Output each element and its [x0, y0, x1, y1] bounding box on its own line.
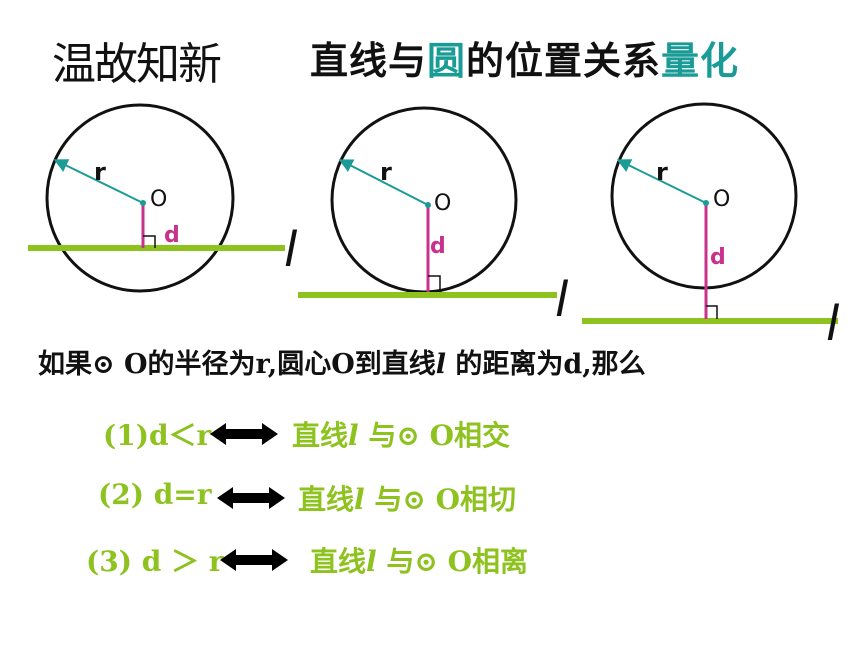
right-angle-mark: [706, 305, 718, 319]
relation-3-condition: (3) d ＞ r: [86, 545, 224, 578]
radius-label: r: [380, 158, 392, 186]
center-point: [140, 200, 146, 206]
center-point: [703, 200, 709, 206]
circle: [45, 103, 235, 293]
relation-2-text: 直线l 与⊙ O相切: [298, 483, 517, 516]
statement-var-l: l: [435, 349, 446, 380]
distance-label: d: [430, 234, 446, 259]
double-arrow-icon: [217, 487, 285, 509]
radius-label: r: [656, 158, 668, 186]
statement-part-1: 如果⊙ O的半径为r,圆心O到直线: [38, 349, 436, 380]
radius-label: r: [94, 158, 106, 186]
relation-2-condition: (2) d=r: [98, 478, 212, 511]
radius: [338, 159, 429, 206]
circle: [610, 102, 798, 290]
line-label: l: [555, 272, 569, 328]
statement-part-2: 的距离为d,那么: [446, 349, 646, 380]
line-label: l: [826, 296, 840, 350]
relation-1-condition: (1)d＜r: [103, 419, 212, 452]
double-arrow-icon: [220, 549, 288, 571]
radius: [53, 159, 144, 204]
center-label: O: [150, 187, 167, 212]
review-label: 温故知新: [52, 39, 222, 90]
distance-label: d: [710, 245, 726, 270]
right-angle-mark: [428, 275, 441, 292]
circle: [330, 106, 518, 294]
figure-intersect: r O d l: [28, 103, 298, 293]
distance-label: d: [164, 223, 180, 248]
title-part-2: 圆: [427, 39, 467, 83]
title-part-1: 直线与: [310, 39, 428, 83]
relation-3-text: 直线l 与⊙ O相离: [310, 545, 529, 578]
center-label: O: [713, 187, 730, 212]
definition-statement: 如果⊙ O的半径为r,圆心O到直线l 的距离为d,那么: [38, 342, 646, 381]
right-angle-mark: [143, 235, 156, 248]
relation-1-text: 直线l 与⊙ O相交: [292, 419, 511, 452]
radius: [616, 159, 707, 204]
line-label: l: [284, 222, 298, 278]
circle-line-diagrams: r O d l r O d l r O d l: [28, 102, 840, 350]
figure-tangent: r O d l: [298, 106, 569, 328]
double-arrow-icon: [210, 423, 278, 445]
center-label: O: [434, 191, 451, 216]
center-point: [425, 202, 431, 208]
page-title: 直线与圆的位置关系量化: [310, 30, 739, 85]
title-part-3: 的位置关系: [466, 39, 662, 83]
title-part-4: 量化: [661, 39, 740, 83]
figure-separate: r O d l: [582, 102, 840, 350]
